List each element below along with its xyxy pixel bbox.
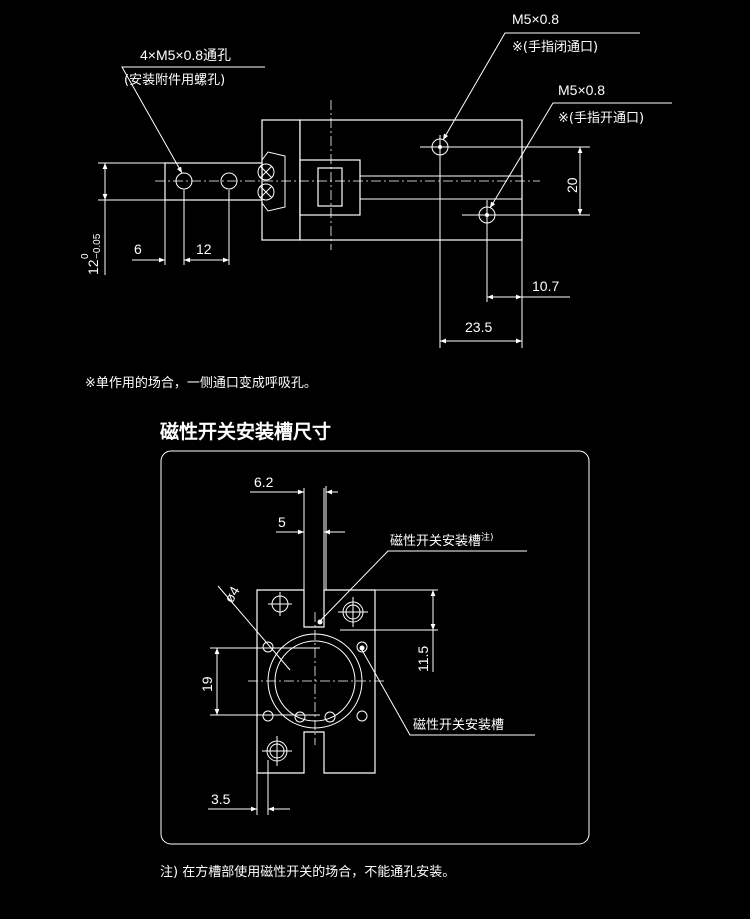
footnote: 注) 在方槽部使用磁性开关的场合，不能通孔安装。 xyxy=(160,864,455,880)
top-view: 6 12 12 0 −0.05 20 10.7 23.5 4×M5×0.8通孔 … xyxy=(80,11,672,348)
callout-mount-line1: 4×M5×0.8通孔 xyxy=(140,47,231,63)
callout-close-port-line1: M5×0.8 xyxy=(512,11,559,27)
dim-23-5: 23.5 xyxy=(465,319,492,335)
dim-20: 20 xyxy=(564,177,580,193)
callout-mount-line2: (安装附件用螺孔) xyxy=(124,73,225,88)
end-view: 6.2 5 11.5 19 3.5 ø4 磁性开关安装槽注) 磁性开关安装槽 xyxy=(199,474,535,815)
roller-icon xyxy=(257,151,286,212)
slot-inner xyxy=(317,167,343,207)
dim-height: 12 xyxy=(85,259,101,275)
slot-note-sup: 注) xyxy=(481,531,494,543)
callout-close-port-line2: ※(手指闭通口) xyxy=(512,40,598,55)
slot-note-text: 磁性开关安装槽 xyxy=(390,534,481,549)
dim-6: 6 xyxy=(134,241,142,257)
dim-19: 19 xyxy=(199,676,215,692)
dim-height-tolerance: 12 0 −0.05 xyxy=(80,233,103,275)
single-acting-note: ※单作用的场合，一侧通口变成呼吸孔。 xyxy=(85,375,317,391)
callout-open-port-line1: M5×0.8 xyxy=(558,82,605,98)
end-view-body xyxy=(256,589,376,774)
mount-hole xyxy=(220,172,238,190)
tol-lower: −0.05 xyxy=(92,233,103,259)
dim-5: 5 xyxy=(278,514,286,530)
mount-hole xyxy=(175,172,193,190)
slot-note-label: 磁性开关安装槽注) xyxy=(390,531,494,549)
tol-upper: 0 xyxy=(80,253,91,259)
section-title: 磁性开关安装槽尺寸 xyxy=(160,420,331,443)
end-view-frame xyxy=(160,450,590,845)
slot-label: 磁性开关安装槽 xyxy=(413,718,504,733)
dim-phi4: ø4 xyxy=(221,583,243,605)
dim-3-5: 3.5 xyxy=(211,791,231,807)
callout-open-port-line2: ※(手指开通口) xyxy=(558,111,644,126)
dim-11-5: 11.5 xyxy=(415,646,431,672)
dim-12: 12 xyxy=(196,241,212,257)
dim-6-2: 6.2 xyxy=(254,474,274,490)
dim-10-7: 10.7 xyxy=(532,278,559,294)
